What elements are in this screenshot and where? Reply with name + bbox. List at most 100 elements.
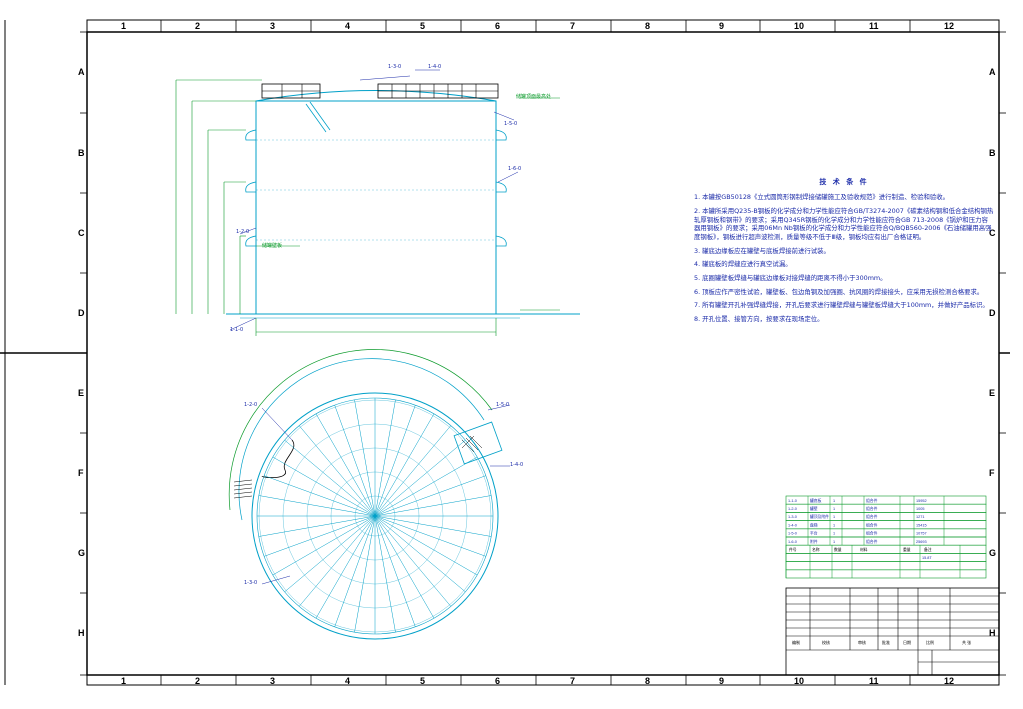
parts-cell: 盘梯 — [810, 522, 818, 527]
parts-cell: 1 — [833, 523, 835, 527]
column-label: 5 — [420, 676, 426, 686]
parts-cell: 附件 — [810, 539, 818, 544]
zone-ticks — [0, 20, 1010, 685]
parts-header: 名称 — [812, 547, 820, 552]
parts-cell: 1-6-0 — [788, 540, 797, 544]
column-label: 3 — [270, 676, 276, 686]
column-label: 2 — [195, 21, 201, 31]
parts-cell: 组合件 — [866, 522, 878, 527]
row-label: G — [989, 548, 997, 558]
title-block — [785, 587, 1000, 676]
column-label: 4 — [345, 676, 351, 686]
note-item: 8. 开孔位置、接管方向，按要求在现场定位。 — [694, 314, 824, 323]
column-label: 11 — [869, 21, 879, 31]
note-item: 1. 本罐按GB50128《立式圆筒形钢制焊接储罐施工及验收规范》进行制造、检验… — [694, 193, 950, 202]
row-label: D — [989, 308, 996, 318]
column-label: 6 — [495, 21, 501, 31]
plan-label-platform: 1-5-0 — [496, 402, 510, 408]
row-label: B — [78, 148, 85, 158]
parts-cell: 罐壁 — [810, 506, 818, 511]
parts-cell: 15415 — [916, 523, 927, 527]
label-shell: 1-2-0 — [236, 229, 250, 235]
parts-cell: 组合件 — [866, 514, 878, 519]
total-weight: 15.8T — [922, 556, 932, 560]
svg-text:校核: 校核 — [822, 639, 830, 645]
parts-cell: 1-3-0 — [788, 515, 797, 519]
parts-cell: 1 — [833, 499, 835, 503]
parts-cell: 罐底板 — [810, 498, 822, 503]
column-label: 7 — [570, 21, 576, 31]
technical-notes: 技 术 条 件 1. 本罐按GB50128《立式圆筒形钢制焊接储罐施工及验收规范… — [694, 178, 994, 328]
row-label: E — [78, 388, 85, 398]
label-roof-fitting: 1-4-0 — [428, 64, 442, 70]
parts-header: 数量 — [834, 547, 842, 552]
parts-header: 备注 — [924, 547, 932, 552]
parts-header: 件号 — [789, 547, 797, 552]
parts-cell: 组合件 — [866, 498, 878, 503]
note-item: 4. 罐底板的焊缝应进行真空试漏。 — [694, 260, 792, 269]
label-platform: 1-5-0 — [504, 121, 518, 127]
parts-cell: 1-2-0 — [788, 507, 797, 511]
svg-text:审核: 审核 — [858, 639, 866, 645]
label-roof-top: 储罐顶面最高处 — [516, 94, 552, 100]
column-label: 8 — [645, 21, 651, 31]
parts-cell: 组合件 — [866, 539, 878, 544]
note-item: 7. 所有罐壁开孔补强焊缝焊接，开孔后要求进行罐壁焊缝与罐壁板焊缝大于100mm… — [694, 301, 989, 310]
row-label: A — [78, 67, 85, 77]
parts-cell: 15952 — [916, 499, 927, 503]
plan-label-shell: 1-2-0 — [244, 402, 258, 408]
parts-cell: 罐顶及附件 — [810, 514, 829, 519]
svg-text:共 张: 共 张 — [962, 639, 971, 645]
parts-cell: 10757 — [916, 532, 927, 536]
row-label: B — [989, 148, 996, 158]
column-label: 2 — [195, 676, 201, 686]
svg-text:批准: 批准 — [882, 639, 890, 645]
column-label: 11 — [869, 676, 879, 686]
parts-cell: 组合件 — [866, 506, 878, 511]
row-label: C — [78, 228, 85, 238]
row-label: A — [989, 67, 996, 77]
parts-cell: 1 — [833, 532, 835, 536]
label-attachment: 1-6-0 — [508, 166, 522, 172]
column-label: 12 — [944, 21, 955, 31]
column-label: 4 — [345, 21, 351, 31]
column-label: 10 — [794, 21, 805, 31]
note-item: 5. 底圈罐壁板焊缝与罐底边缘板对接焊缝的距离不得小于300mm。 — [694, 273, 887, 282]
row-label: H — [78, 628, 85, 638]
parts-cell: 1 — [833, 515, 835, 519]
plan-view — [228, 349, 511, 640]
label-bottom: 1-1-0 — [230, 327, 244, 333]
parts-cell: 1-4-0 — [788, 523, 797, 527]
row-label: C — [989, 228, 996, 238]
row-label: F — [989, 468, 995, 478]
svg-text:编制: 编制 — [792, 639, 800, 645]
plan-label-roof: 1-3-0 — [244, 580, 258, 586]
row-label: E — [989, 388, 996, 398]
parts-cell: 25693 — [916, 540, 927, 544]
column-label: 3 — [270, 21, 276, 31]
parts-header: 重量 — [903, 547, 911, 552]
title-block-text: 编制 校核 审核 批准 日期 比例 共 张 — [792, 639, 971, 645]
svg-text:日期: 日期 — [903, 639, 911, 645]
column-label: 5 — [420, 21, 426, 31]
note-item: 2. 本罐所采用Q235-B钢板的化学成分和力学性能应符合GB/T3274-20… — [694, 207, 994, 241]
column-label: 9 — [719, 21, 725, 31]
row-label: G — [78, 548, 86, 558]
note-item: 3. 罐底边缘板应在罐壁与底板焊接前进行试装。 — [694, 246, 830, 255]
outer-frame — [86, 19, 1000, 686]
parts-cell: 1 — [833, 507, 835, 511]
label-shell-plate: 储罐壁板 — [262, 243, 283, 249]
elevation-view — [175, 69, 580, 336]
column-label: 7 — [570, 676, 576, 686]
plan-label-stair: 1-4-0 — [510, 462, 524, 468]
column-label: 9 — [719, 676, 725, 686]
column-label: 1 — [121, 21, 127, 31]
notes-title: 技 术 条 件 — [819, 178, 869, 186]
label-roof: 1-3-0 — [388, 64, 402, 70]
parts-cell: 1005 — [916, 507, 924, 511]
svg-text:比例: 比例 — [926, 639, 934, 645]
column-label: 10 — [794, 676, 805, 686]
column-label: 1 — [121, 676, 127, 686]
